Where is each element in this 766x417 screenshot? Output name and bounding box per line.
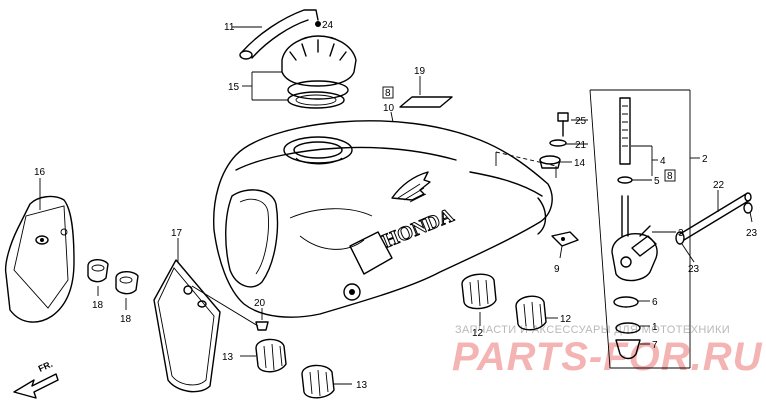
callout-1: 1 — [652, 322, 658, 333]
callout-25: 25 — [575, 116, 587, 127]
callout-2: 2 — [702, 154, 708, 165]
watermark: ЗАПЧАСТИ И АКСЕССУАРЫ ДЛЯ МОТОТЕХНИКИ PA… — [452, 324, 763, 379]
callout-3: 3 — [678, 228, 684, 239]
breather-tube — [239, 9, 319, 60]
tube-clip-upper — [743, 202, 753, 223]
callout-9: 9 — [554, 264, 560, 275]
callout-18-right: 18 — [120, 314, 132, 325]
callout-10: 10 — [383, 103, 395, 114]
callout-18-left: 18 — [92, 300, 104, 311]
callout-24: 24 — [322, 20, 334, 31]
callout-19: 19 — [414, 66, 426, 77]
washer — [549, 139, 588, 147]
sediment-cup — [615, 339, 650, 360]
tube-clip-lower — [675, 231, 695, 263]
fuel-strainer-tube — [619, 97, 658, 176]
side-cover-left — [4, 178, 75, 323]
o-ring-small — [617, 176, 652, 184]
callout-12-right: 12 — [560, 314, 572, 325]
callout-13-upper: 13 — [222, 352, 234, 363]
tank-clip — [551, 231, 579, 259]
rubber-mount-12-left — [461, 273, 497, 326]
fuel-tank — [212, 120, 553, 318]
clip — [315, 21, 321, 27]
callout-21: 21 — [575, 140, 587, 151]
callout-14: 14 — [574, 158, 586, 169]
callout-8-tank: 8 — [385, 88, 391, 99]
callout-12-left: 12 — [472, 328, 484, 339]
watermark-text-ru: ЗАПЧАСТИ И АКСЕССУАРЫ ДЛЯ МОТОТЕХНИКИ — [455, 324, 730, 336]
rubber-mount-13-lower — [301, 364, 352, 399]
direction-arrow: FR. — [13, 359, 59, 399]
honda-wing-logo — [391, 171, 431, 203]
watermark-brand: PARTS-FOR.RU — [452, 335, 763, 379]
callout-6: 6 — [652, 297, 658, 308]
direction-arrow-label: FR. — [37, 359, 54, 374]
rubber-mount-12-right — [515, 295, 558, 331]
decal-strip — [399, 76, 453, 108]
callout-8-petcock: 8 — [667, 171, 673, 182]
callout-15: 15 — [228, 82, 240, 93]
callout-17: 17 — [171, 228, 183, 239]
o-ring-large — [615, 322, 650, 334]
callout-20: 20 — [254, 298, 266, 309]
cushion-right — [115, 271, 139, 310]
petcock-assembly-frame — [589, 89, 700, 369]
bolt — [557, 112, 588, 137]
valve-gasket — [613, 296, 650, 308]
fuel-tube — [679, 190, 752, 241]
callout-4: 4 — [660, 156, 666, 167]
cushion-left — [87, 259, 109, 296]
callout-13-lower: 13 — [356, 380, 368, 391]
callout-23-upper: 23 — [746, 228, 758, 239]
callout-labels: 11 24 15 19 8 10 25 21 14 2 4 5 8 22 3 2… — [34, 20, 758, 391]
callout-5: 5 — [654, 176, 660, 187]
grommet — [539, 155, 572, 169]
fuel-valve — [611, 195, 676, 282]
side-cover-right — [153, 238, 221, 393]
rubber-mount-13-upper — [240, 338, 287, 373]
callout-23-lower: 23 — [688, 264, 700, 275]
fuel-cap — [281, 35, 357, 109]
callout-16: 16 — [34, 167, 46, 178]
callout-22: 22 — [713, 180, 725, 191]
callout-11: 11 — [224, 22, 235, 33]
callout-7: 7 — [652, 340, 658, 351]
screw — [255, 308, 269, 331]
tank-emblem-honda: HONDA — [380, 204, 458, 252]
